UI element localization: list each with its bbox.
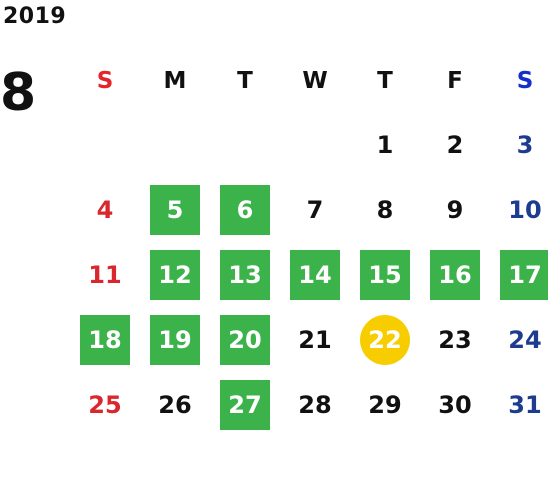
- calendar-cell: [210, 112, 280, 177]
- calendar-day-marked[interactable]: 16: [430, 249, 480, 300]
- calendar-cell: 20: [210, 307, 280, 372]
- calendar-cell: 1: [350, 112, 420, 177]
- calendar-cell: 10: [490, 177, 548, 242]
- weekday-mon: M: [163, 68, 187, 94]
- calendar-cell: 18: [70, 307, 140, 372]
- calendar-day-marked[interactable]: 17: [500, 249, 548, 300]
- calendar-cell: 28: [280, 372, 350, 437]
- calendar-week-row: 11 12 13 14 15 16 17: [70, 242, 548, 307]
- calendar-day[interactable]: 31: [508, 390, 542, 419]
- month-label: 8: [0, 63, 37, 123]
- calendar-cell: 4: [70, 177, 140, 242]
- calendar-day[interactable]: 1: [376, 130, 394, 159]
- calendar-week-row: 25 26 27 28 29 30 31: [70, 372, 548, 437]
- calendar-cell: 26: [140, 372, 210, 437]
- calendar-cell: [70, 112, 140, 177]
- calendar-cell: 5: [140, 177, 210, 242]
- calendar-cell: 6: [210, 177, 280, 242]
- calendar-week-row: 1 2 3: [70, 112, 548, 177]
- calendar-day-marked[interactable]: 6: [220, 184, 270, 235]
- weekday-fri: F: [447, 68, 463, 94]
- calendar-cell: 13: [210, 242, 280, 307]
- calendar-day-marked[interactable]: 20: [220, 314, 270, 365]
- calendar-cell: 11: [70, 242, 140, 307]
- calendar-day[interactable]: 2: [446, 130, 464, 159]
- calendar-cell: 7: [280, 177, 350, 242]
- calendar-cell: 24: [490, 307, 548, 372]
- calendar-cell: 15: [350, 242, 420, 307]
- calendar-day[interactable]: 11: [88, 260, 122, 289]
- weekday-wed: W: [302, 68, 328, 94]
- calendar-cell: 16: [420, 242, 490, 307]
- calendar-day-marked[interactable]: 27: [220, 379, 270, 430]
- calendar-week-row: 18 19 20 21 22 23 24: [70, 307, 548, 372]
- calendar-day-marked[interactable]: 13: [220, 249, 270, 300]
- calendar-day[interactable]: 21: [298, 325, 332, 354]
- calendar-cell: 25: [70, 372, 140, 437]
- calendar-day[interactable]: 3: [516, 130, 534, 159]
- calendar-cell: 3: [490, 112, 548, 177]
- calendar-cell: 30: [420, 372, 490, 437]
- calendar-day[interactable]: 26: [158, 390, 192, 419]
- calendar-day[interactable]: 28: [298, 390, 332, 419]
- calendar-day[interactable]: 7: [306, 195, 324, 224]
- calendar-cell: 31: [490, 372, 548, 437]
- calendar-cell: 8: [350, 177, 420, 242]
- calendar-cell: 17: [490, 242, 548, 307]
- calendar-day[interactable]: 24: [508, 325, 542, 354]
- weekday-header: S M T W T F S: [70, 50, 548, 112]
- weekday-sat: S: [516, 68, 534, 94]
- calendar-day[interactable]: 9: [446, 195, 464, 224]
- calendar-cell: 27: [210, 372, 280, 437]
- weekday-thu: T: [377, 68, 393, 94]
- calendar-day[interactable]: 25: [88, 390, 122, 419]
- calendar-cell: 29: [350, 372, 420, 437]
- calendar-day-marked[interactable]: 15: [360, 249, 410, 300]
- calendar-cell: 2: [420, 112, 490, 177]
- weekday-tue: T: [237, 68, 253, 94]
- calendar-cell: 21: [280, 307, 350, 372]
- weekday-sun: S: [96, 68, 114, 94]
- calendar-cell: 23: [420, 307, 490, 372]
- calendar-day[interactable]: 10: [508, 195, 542, 224]
- calendar-cell: [140, 112, 210, 177]
- calendar-day[interactable]: 8: [376, 195, 394, 224]
- year-label: 2019: [3, 4, 67, 29]
- calendar-day[interactable]: 29: [368, 390, 402, 419]
- calendar-day[interactable]: 30: [438, 390, 472, 419]
- calendar-day-marked[interactable]: 19: [150, 314, 200, 365]
- calendar-cell: 19: [140, 307, 210, 372]
- calendar-cell: 12: [140, 242, 210, 307]
- calendar-day-marked[interactable]: 14: [290, 249, 340, 300]
- calendar-cell: 9: [420, 177, 490, 242]
- calendar-cell: [280, 112, 350, 177]
- calendar-day[interactable]: 23: [438, 325, 472, 354]
- calendar-day-today[interactable]: 22: [360, 314, 410, 365]
- calendar-cell: 22: [350, 307, 420, 372]
- calendar-day-marked[interactable]: 18: [80, 314, 130, 365]
- calendar-day-marked[interactable]: 5: [150, 184, 200, 235]
- calendar-cell: 14: [280, 242, 350, 307]
- calendar-day[interactable]: 4: [96, 195, 114, 224]
- calendar-day-marked[interactable]: 12: [150, 249, 200, 300]
